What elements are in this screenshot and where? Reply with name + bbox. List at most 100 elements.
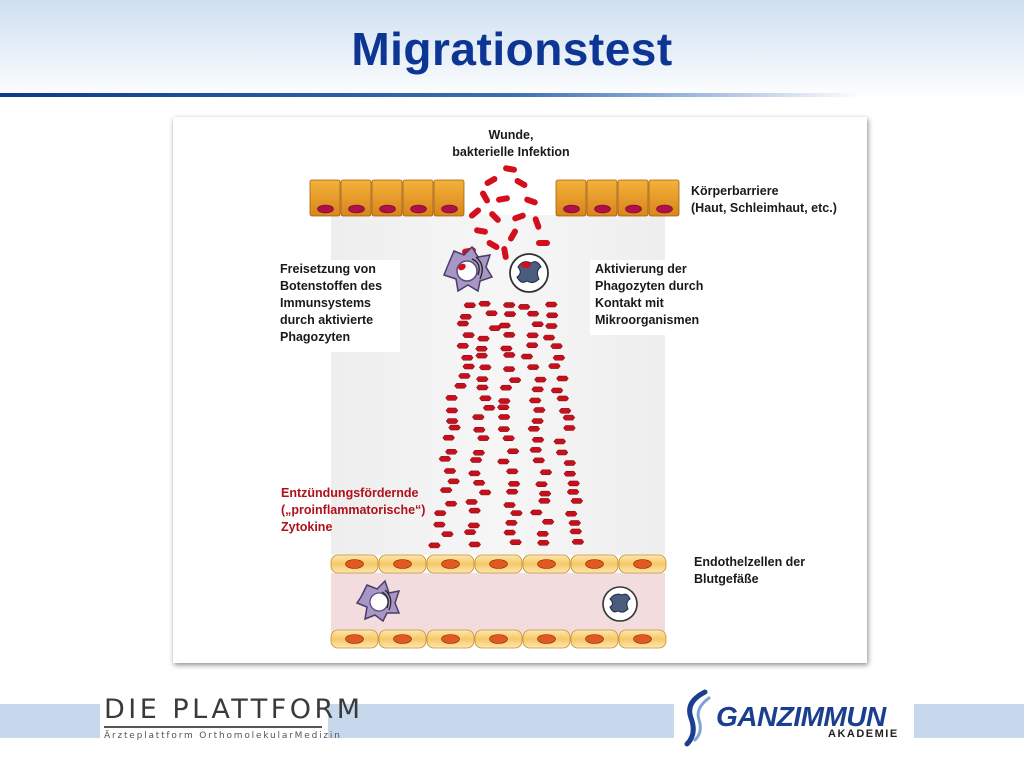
cytokine xyxy=(497,458,510,465)
cytokine xyxy=(441,531,454,537)
cytokine xyxy=(529,447,543,453)
bacterium xyxy=(486,240,500,250)
cytokine xyxy=(500,345,513,352)
plattform-logo-rule xyxy=(104,726,322,728)
plattform-logo-text: DIE PLATTFORM xyxy=(104,694,364,725)
cytokine xyxy=(463,529,477,535)
cytokine xyxy=(566,489,580,495)
cytokine xyxy=(468,507,481,514)
cytokine xyxy=(475,352,489,359)
ganzimmun-logo-icon xyxy=(684,689,711,747)
cytokine xyxy=(497,398,511,404)
cytokine xyxy=(508,377,522,383)
cytokine xyxy=(532,457,546,464)
endothel-cell-nucleus xyxy=(441,559,460,569)
cytokine xyxy=(506,448,520,455)
cytokine xyxy=(535,481,548,487)
cytokine xyxy=(502,302,516,308)
cytokine xyxy=(556,395,570,402)
cytokine xyxy=(563,460,577,466)
cytokine xyxy=(433,510,447,516)
bacterium xyxy=(489,211,501,223)
cytokine xyxy=(532,407,546,413)
cytokine xyxy=(475,345,488,352)
cytokine xyxy=(531,321,544,327)
cytokine xyxy=(472,450,486,456)
diagram-panel: Wunde, bakterielle Infektion Körperbarri… xyxy=(173,117,867,663)
endothel-cell-nucleus xyxy=(441,634,460,644)
cytokine xyxy=(433,521,446,528)
cytokine xyxy=(482,405,496,411)
ganzimmun-logo-part-b: IMMUN xyxy=(793,701,886,732)
cytokine xyxy=(544,301,558,308)
barrier-cell-nucleus xyxy=(317,204,334,214)
bacterium xyxy=(532,216,542,230)
neutrophil-in-vessel xyxy=(602,586,638,622)
cytokine xyxy=(555,449,569,456)
cytokine xyxy=(503,529,517,536)
cytokine xyxy=(569,528,583,535)
cytokine xyxy=(563,470,577,477)
endothel-cell-nucleus xyxy=(489,559,508,569)
cytokine xyxy=(468,470,481,477)
cytokine xyxy=(531,386,545,393)
cytokine xyxy=(460,355,474,361)
endothel-cell-nucleus xyxy=(345,634,364,644)
barrier-cell-nucleus xyxy=(594,204,611,214)
barrier-label: Körperbarriere (Haut, Schleimhaut, etc.) xyxy=(691,184,837,215)
bacterium xyxy=(524,196,538,206)
bacterium xyxy=(512,212,526,222)
cytokine xyxy=(476,384,489,391)
cytokine xyxy=(467,522,481,529)
cytokine xyxy=(469,457,483,463)
cytokine xyxy=(428,542,441,549)
endothel-cell-nucleus xyxy=(345,559,364,569)
footer-bar-right xyxy=(914,704,1024,738)
cytokine xyxy=(502,352,516,358)
endothel-cell-nucleus xyxy=(633,634,652,644)
cytokine xyxy=(556,375,569,382)
cytokine-label: Entzündungsfördernde („proinflammatorisc… xyxy=(281,486,426,534)
ganzimmun-logo-subtitle: AKADEMIE xyxy=(828,728,899,740)
cytokine xyxy=(475,376,489,382)
endothel-cell-nucleus xyxy=(585,634,604,644)
cytokine xyxy=(445,407,459,414)
cytokine xyxy=(439,487,453,493)
cytokine xyxy=(510,510,523,516)
activation-label: Aktivierung der Phagozyten durch Kontakt… xyxy=(590,260,721,335)
cytokine xyxy=(478,364,492,371)
endothel-cell-nucleus xyxy=(393,559,412,569)
cytokine xyxy=(443,468,457,474)
cytokine xyxy=(526,364,540,370)
cytokine xyxy=(539,469,553,476)
header-rule xyxy=(0,93,860,97)
cytokine xyxy=(545,323,558,329)
cytokine xyxy=(517,304,531,310)
endothel-bottom-row xyxy=(330,629,667,649)
bacterium xyxy=(484,176,498,186)
cytokine-group xyxy=(428,300,585,549)
cytokine xyxy=(536,531,550,537)
cytokine xyxy=(503,502,516,508)
cytokine xyxy=(498,322,512,329)
cytokine xyxy=(550,343,563,349)
cytokine xyxy=(505,468,519,475)
cytokine xyxy=(447,478,460,485)
endothel-cell-nucleus xyxy=(585,559,604,569)
cytokine xyxy=(531,437,545,443)
cytokine xyxy=(507,481,521,487)
cytokine xyxy=(478,300,491,307)
plattform-logo-subtitle: Ärzteplattform OrthomolekularMedizin xyxy=(104,731,342,741)
ganzimmun-logo-text: GANZIMMUN xyxy=(716,701,886,733)
barrier-right-cells xyxy=(555,179,680,217)
cytokine xyxy=(527,426,541,432)
cytokine xyxy=(478,489,492,496)
cytokine xyxy=(499,384,513,391)
cytokine xyxy=(520,353,534,360)
barrier-cell-nucleus xyxy=(348,204,365,214)
barrier-cell-nucleus xyxy=(625,204,642,214)
bacterium xyxy=(514,178,528,188)
bacterium xyxy=(468,207,482,219)
barrier-cell-nucleus xyxy=(441,204,458,214)
cytokine xyxy=(448,424,461,431)
